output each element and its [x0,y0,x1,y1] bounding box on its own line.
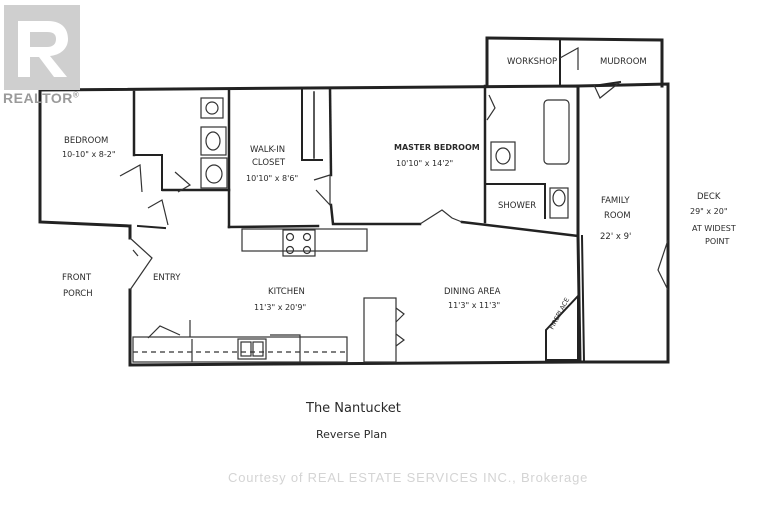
kitchen-label: KITCHEN [268,287,305,297]
walkin-label: WALK-IN [250,145,285,155]
bathroom-fixtures [200,97,570,219]
interior-walls [132,36,622,364]
bedroom-size: 10-10" x 8-2" [62,150,116,159]
walkin-size: 10'10" x 8'6" [246,174,298,183]
family-label: FAMILY [601,196,630,206]
room-labels: BEDROOM 10-10" x 8-2" WALK-IN CLOSET 10'… [62,57,736,331]
realtor-reg-mark: ® [72,90,80,100]
kitchen-counters [132,228,405,363]
kitchen-size: 11'3" x 20'9" [254,303,306,312]
plan-subtitle: Reverse Plan [316,428,387,441]
deck-note-2: POINT [705,237,729,246]
family-size: 22' x 9' [600,232,631,242]
doors [119,46,669,291]
closet-label: CLOSET [252,158,286,168]
realtor-r-icon [18,20,68,77]
shower-label: SHOWER [498,201,536,211]
plan-caption: The Nantucket Reverse Plan [305,401,401,441]
realtor-wordmark: REALTOR® [3,90,79,106]
realtor-logo [4,5,80,90]
fireplace-shape [545,293,579,361]
room-label: ROOM [604,211,631,221]
front-label: FRONT [62,273,92,283]
porch-label: PORCH [63,289,93,299]
bedroom-label: BEDROOM [64,136,108,146]
dining-label: DINING AREA [444,287,501,297]
deck-label: DECK [697,192,721,202]
plan-title: The Nantucket [305,401,401,416]
dining-size: 11'3" x 11'3" [448,301,500,310]
deck-note-1: AT WIDEST [692,224,736,233]
fireplace-label: FIREPLACE [548,296,571,331]
realtor-brand-name: REALTOR [3,90,73,106]
master-size: 10'10" x 14'2" [396,159,453,168]
courtesy-watermark: Courtesy of REAL ESTATE SERVICES INC., B… [228,470,589,485]
workshop-label: WORKSHOP [507,57,557,67]
outer-walls [38,36,670,367]
mudroom-label: MUDROOM [600,57,647,67]
master-label: MASTER BEDROOM [394,143,480,152]
deck-size: 29" x 20" [690,207,728,216]
entry-label: ENTRY [153,273,181,283]
